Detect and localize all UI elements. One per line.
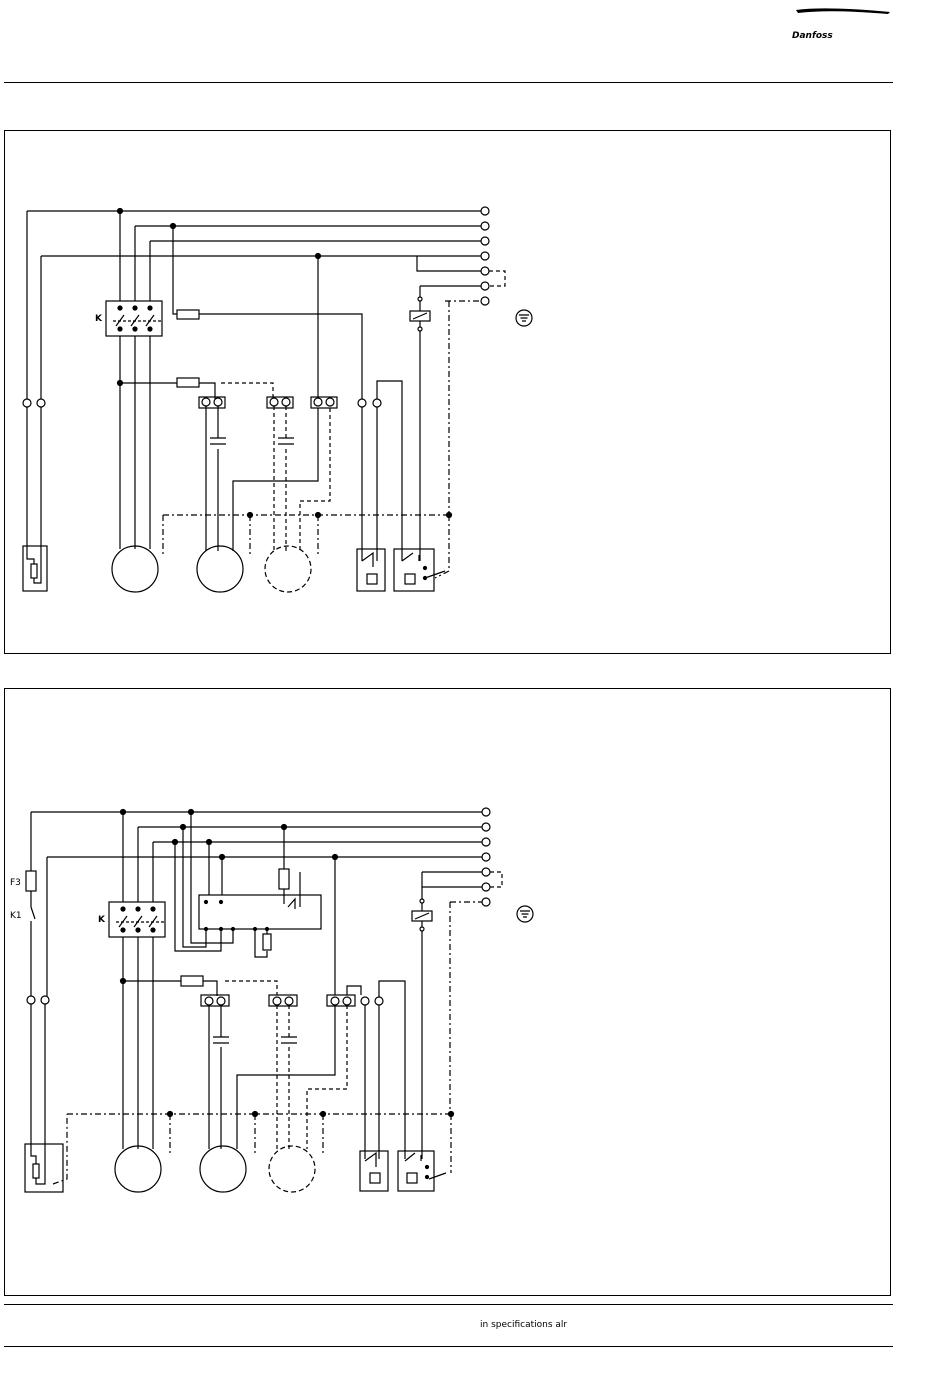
- fuse-label: F3: [10, 878, 21, 888]
- supply-terminals-2: [482, 808, 490, 906]
- contactor-k: K: [95, 301, 162, 336]
- motor-protector: [23, 546, 47, 591]
- footer-rule-top: [4, 1304, 893, 1305]
- compressor-motor-2: [115, 1146, 161, 1192]
- contactor-label-2: K: [98, 915, 106, 925]
- footer-rule-bottom: [4, 1346, 893, 1347]
- earth-symbol-icon-2: [517, 906, 533, 922]
- supply-terminals: [481, 207, 489, 305]
- wiring-diagram-panel-2: F3 K1 K: [4, 688, 891, 1296]
- fan-motor-2b: [269, 1146, 315, 1192]
- earth-symbol-icon: [516, 310, 532, 326]
- fan-motor-2: [265, 546, 311, 592]
- wiring-diagram-2: F3 K1 K: [5, 689, 892, 1297]
- fan-motor-1b: [200, 1146, 246, 1192]
- wiring-diagram-panel-1: K: [4, 130, 891, 654]
- footer-note: in specifications alr: [480, 1320, 567, 1330]
- wiring-diagram-1: K: [5, 131, 892, 655]
- pressure-switch-hp-2: [360, 1151, 388, 1191]
- danfoss-logo: Danfoss: [786, 6, 898, 48]
- fan-motor-1: [197, 546, 243, 592]
- brand-name: Danfoss: [792, 31, 833, 41]
- control-module: [199, 895, 321, 931]
- contactor-k-2: K: [98, 902, 165, 937]
- header-rule: [4, 82, 893, 83]
- pressure-switch-hp: [357, 549, 385, 591]
- compressor-motor: [112, 546, 158, 592]
- switch-label: K1: [10, 911, 22, 921]
- contactor-label: K: [95, 314, 103, 324]
